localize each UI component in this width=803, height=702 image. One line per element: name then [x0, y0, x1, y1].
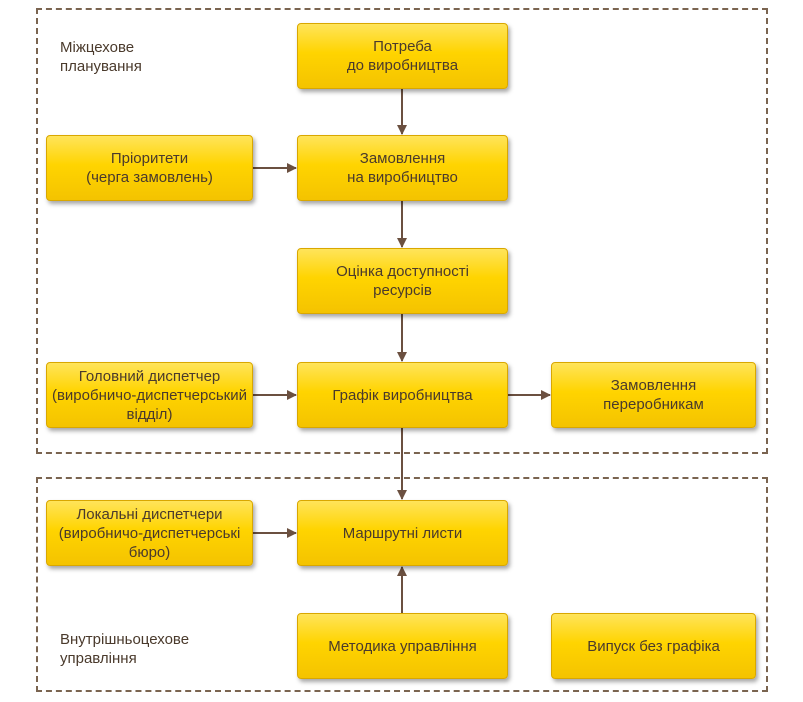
production-order-box: Замовлення на виробництво	[297, 135, 508, 201]
routing-sheets-box: Маршрутні листи	[297, 500, 508, 566]
priorities-box: Пріоритети (черга замовлень)	[46, 135, 253, 201]
production-schedule-box: Графік виробництва	[297, 362, 508, 428]
resource-availability-box: Оцінка доступності ресурсів	[297, 248, 508, 314]
unscheduled-release-box: Випуск без графіка	[551, 613, 756, 679]
chief-dispatcher-box: Головний диспетчер (виробничо-диспетчерс…	[46, 362, 253, 428]
management-method-box: Методика управління	[297, 613, 508, 679]
intra-shop-management-label: Внутрішньоцехове управління	[60, 631, 190, 667]
local-dispatchers-box: Локальні диспетчери (виробничо-диспетчер…	[46, 500, 253, 566]
processor-orders-box: Замовлення переробникам	[551, 362, 756, 428]
inter-shop-planning-label: Міжцехове планування	[60, 39, 142, 75]
need-for-production-box: Потреба до виробництва	[297, 23, 508, 89]
